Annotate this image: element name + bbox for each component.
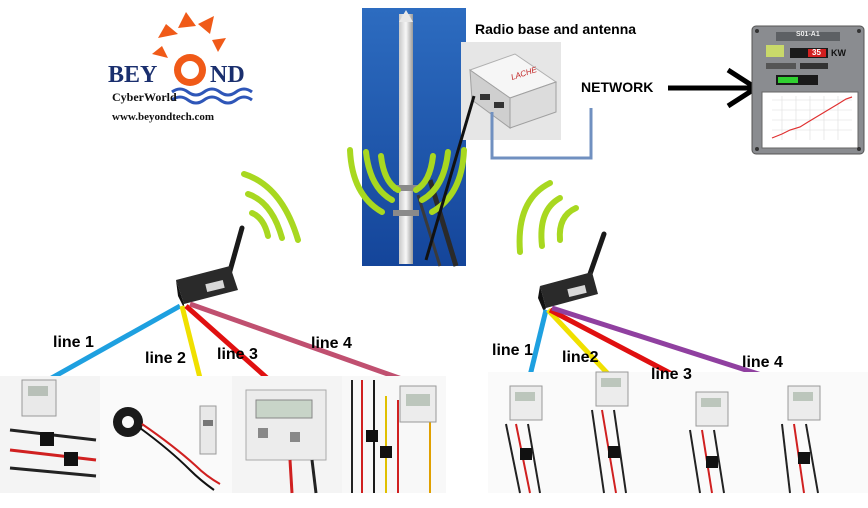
panel-id-text: S01-A1 <box>796 31 820 38</box>
right-line-2 <box>546 308 612 378</box>
logo-tagline: CyberWorld <box>112 90 177 104</box>
right-node-radio-waves <box>516 180 579 255</box>
left-line-4 <box>189 301 417 387</box>
left-line-1 <box>46 303 182 383</box>
network-arrow <box>668 67 761 109</box>
right-line-2-label: line2 <box>562 349 599 366</box>
antenna-photo <box>362 8 466 267</box>
right-device-meter-4 <box>781 385 821 494</box>
antenna-radio-waves <box>347 147 467 215</box>
right-device-meter-2 <box>591 371 629 494</box>
right-device-meter-3 <box>689 391 729 494</box>
left-line-2-label: line 2 <box>145 350 186 367</box>
panel-reading-text: 35 <box>812 48 821 57</box>
right-device-meter-1 <box>505 385 543 494</box>
panel-unit-text: KW <box>831 48 846 58</box>
right-devices <box>488 371 868 494</box>
radio-base-device: LACHE <box>461 42 561 140</box>
logo-url: www.beyondtech.com <box>112 111 215 123</box>
left-line-3-label: line 3 <box>217 346 258 363</box>
left-line-4-label: line 4 <box>311 335 352 352</box>
left-device-panel-board <box>342 376 446 493</box>
right-line-1-label: line 1 <box>492 342 533 359</box>
left-device-din-meter <box>232 376 342 494</box>
monitoring-panel <box>751 25 865 155</box>
left-wireless-node <box>176 225 245 308</box>
right-wireless-node <box>538 231 607 312</box>
right-line-3-label: line 3 <box>651 366 692 383</box>
left-node-radio-waves <box>241 171 301 243</box>
network-cable <box>490 108 593 160</box>
network-label: NETWORK <box>581 79 654 95</box>
left-device-clamp-sensor <box>100 376 232 493</box>
right-line-4-label: line 4 <box>742 354 783 371</box>
left-line-3 <box>184 304 278 388</box>
beyond-logo-emblem <box>152 12 253 105</box>
left-device-meter-1 <box>0 376 100 493</box>
radio-base-label: Radio base and antenna <box>475 21 637 37</box>
logo-word-left: BEY <box>108 62 158 88</box>
antenna-cable <box>424 95 476 261</box>
logo-word-right: ND <box>210 62 245 88</box>
left-line-1-label: line 1 <box>53 334 94 351</box>
